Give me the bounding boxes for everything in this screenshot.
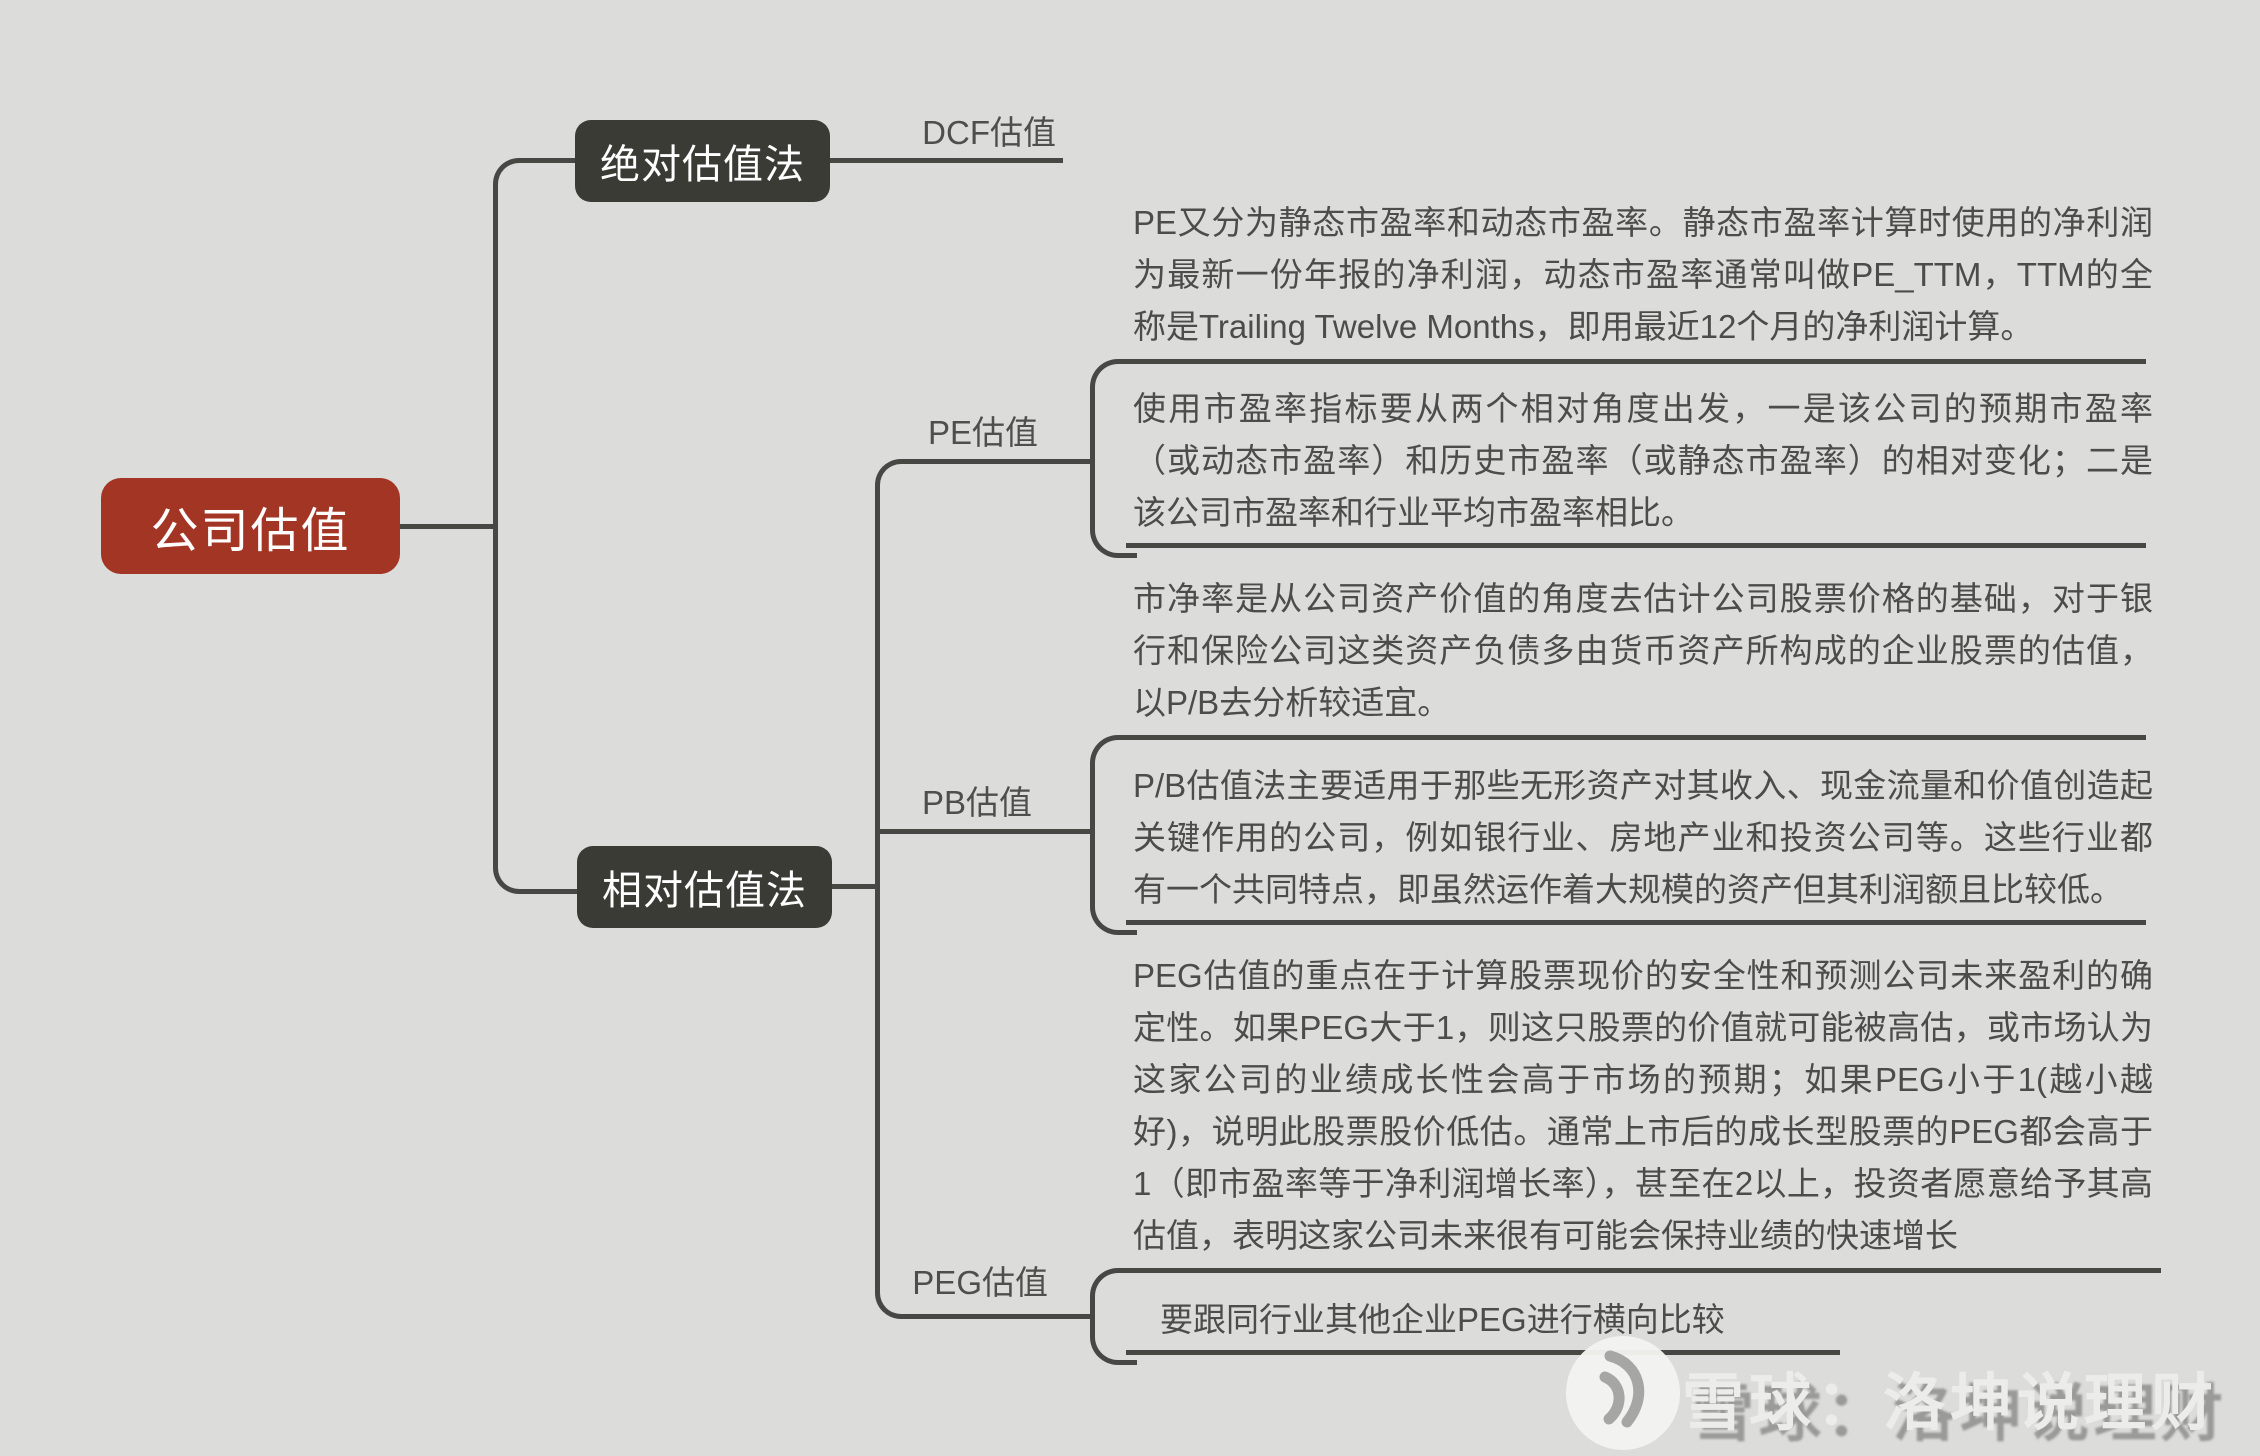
note-pb-1: 市净率是从公司资产价值的角度去估计公司股票价格的基础，对于银行和保险公司这类资产… [1133, 580, 2153, 721]
underline-peg-note2 [1126, 1350, 1840, 1355]
note-pe-1: PE又分为静态市盈率和动态市盈率。静态市盈率计算时使用的净利润为最新一份年报的净… [1133, 204, 2153, 345]
watermark-text: 雪球：洛坤说理财 [1682, 1369, 2219, 1438]
root-node-company-valuation[interactable]: 公司估值 [101, 478, 400, 574]
connector-relative [830, 884, 880, 889]
topic-node-absolute-valuation[interactable]: 绝对估值法 [575, 120, 830, 202]
connector-pb [875, 829, 1090, 834]
connector-subtrunk-down [875, 829, 1095, 1319]
note-peg-2: 要跟同行业其他企业PEG进行横向比较 [1160, 1301, 1725, 1338]
leaf-label-pb[interactable]: PB估值 [921, 784, 1032, 821]
note-pe-2: 使用市盈率指标要从两个相对角度出发，一是该公司的预期市盈率（或动态市盈率）和历史… [1133, 390, 2153, 531]
underline-peg-note1 [1126, 1268, 2161, 1273]
bracket-pe [1090, 359, 1137, 558]
connector-root [400, 524, 493, 529]
root-node-label: 公司估值 [150, 505, 351, 558]
underline-pb-note2 [1126, 920, 2146, 925]
note-peg-1: PEG估值的重点在于计算股票现价的安全性和预测公司未来盈利的确定性。如果PEG大… [1133, 957, 2153, 1254]
topic-node-label: 相对估值法 [602, 869, 807, 913]
connector-dcf [830, 158, 1063, 163]
underline-pe-note2 [1126, 543, 2146, 548]
bracket-pb [1090, 735, 1137, 935]
xueqiu-snowball-logo-icon [1566, 1336, 1680, 1450]
topic-node-label: 绝对估值法 [600, 143, 805, 187]
connector-subtrunk-up [875, 459, 1095, 834]
topic-node-relative-valuation[interactable]: 相对估值法 [577, 846, 832, 928]
connector-trunk-down [493, 524, 580, 894]
underline-pe-note1 [1126, 359, 2146, 364]
leaf-label-dcf[interactable]: DCF估值 [922, 114, 1056, 151]
connector-trunk-up [493, 158, 580, 529]
underline-pb-note1 [1126, 735, 2146, 740]
leaf-label-pe[interactable]: PE估值 [927, 414, 1038, 451]
bracket-peg [1090, 1268, 1137, 1365]
note-pb-2: P/B估值法主要适用于那些无形资产对其收入、现金流量和价值创造起关键作用的公司，… [1133, 767, 2153, 908]
leaf-label-peg[interactable]: PEG估值 [912, 1264, 1048, 1301]
